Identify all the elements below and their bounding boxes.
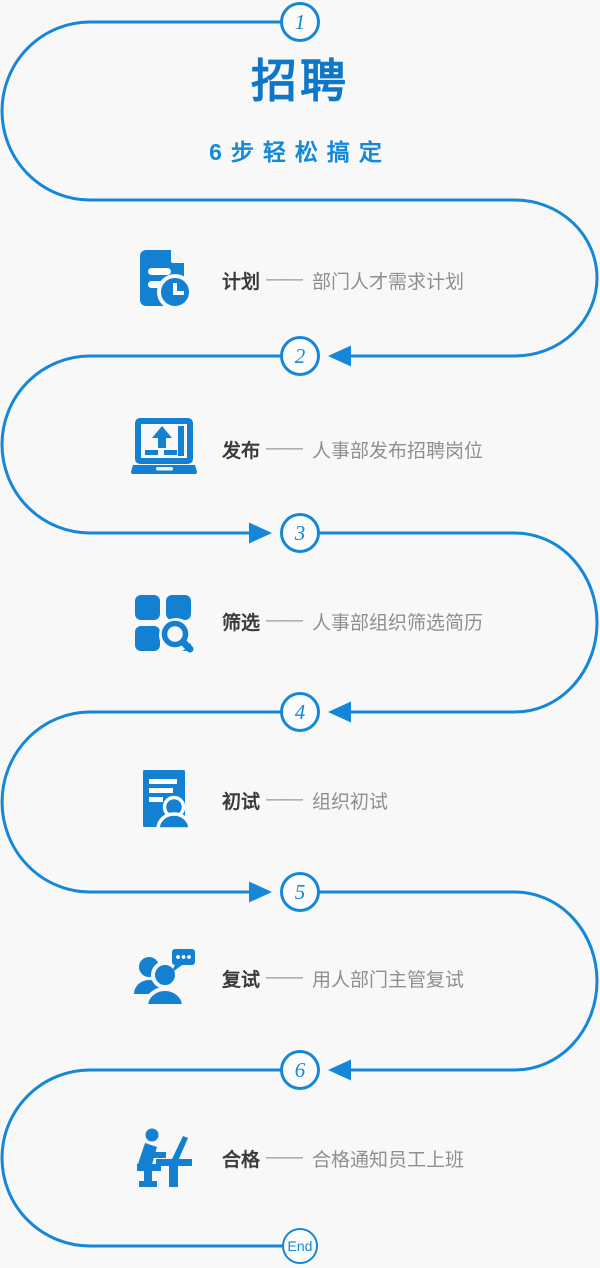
step-dash: —— xyxy=(266,789,303,810)
step-node-2: 2 xyxy=(280,336,320,376)
arrowhead-right-step5 xyxy=(249,881,272,903)
grid-search-icon xyxy=(130,587,198,655)
arrowhead-left-step2 xyxy=(328,345,351,367)
step-node-1: 1 xyxy=(280,2,320,42)
step-label: 计划 xyxy=(222,271,261,293)
step-dash: —— xyxy=(266,1147,303,1168)
step-dash: —— xyxy=(266,967,303,988)
step-node-5: 5 xyxy=(280,872,320,912)
node-number: 2 xyxy=(294,343,306,368)
step-node-6: 6 xyxy=(280,1050,320,1090)
node-number: 4 xyxy=(294,699,306,724)
step-label: 合格 xyxy=(222,1149,261,1171)
step-label: 筛选 xyxy=(222,612,261,634)
step-description: 人事部发布招聘岗位 xyxy=(312,440,484,462)
page-subtitle: 6步轻松搞定 xyxy=(209,138,391,165)
step-row-publish: 发布 —— 人事部发布招聘岗位 xyxy=(130,413,483,485)
step-dash: —— xyxy=(266,269,303,290)
step-node-3: 3 xyxy=(280,513,320,553)
node-number: 3 xyxy=(294,520,306,545)
step-description: 合格通知员工上班 xyxy=(312,1149,465,1171)
node-number: 5 xyxy=(294,879,306,904)
step-label: 复试 xyxy=(222,969,261,991)
header: 招聘 6步轻松搞定 xyxy=(0,56,600,167)
step-node-4: 4 xyxy=(280,692,320,732)
step-dash: —— xyxy=(266,438,303,459)
step-row-screen: 筛选 —— 人事部组织筛选简历 xyxy=(130,585,483,657)
arrowhead-right-step3 xyxy=(249,522,272,544)
step-label: 初试 xyxy=(222,791,261,813)
resume-person-icon xyxy=(130,766,198,834)
arrowhead-left-step4 xyxy=(328,701,351,723)
step-label: 发布 xyxy=(222,440,261,462)
step-row-second-interview: 复试 —— 用人部门主管复试 xyxy=(130,942,464,1014)
step-row-first-interview: 初试 —— 组织初试 xyxy=(130,764,388,836)
people-chat-icon xyxy=(130,944,198,1012)
step-row-plan: 计划 —— 部门人才需求计划 xyxy=(130,244,464,316)
step-description: 人事部组织筛选简历 xyxy=(312,612,484,634)
page-title: 招聘 xyxy=(251,55,349,107)
step-row-qualified: 合格 —— 合格通知员工上班 xyxy=(130,1122,464,1194)
laptop-upload-icon xyxy=(130,415,198,483)
arrowhead-left-step6 xyxy=(328,1059,351,1081)
node-number: End xyxy=(287,1238,313,1254)
person-desk-icon xyxy=(130,1124,198,1192)
step-description: 用人部门主管复试 xyxy=(312,969,465,991)
node-number: 6 xyxy=(294,1057,306,1082)
flow-line xyxy=(0,20,599,1248)
step-description: 组织初试 xyxy=(312,791,389,813)
document-clock-icon xyxy=(130,246,198,314)
step-dash: —— xyxy=(266,610,303,631)
end-node: End xyxy=(282,1228,318,1264)
node-number: 1 xyxy=(294,9,306,34)
step-description: 部门人才需求计划 xyxy=(312,271,465,293)
